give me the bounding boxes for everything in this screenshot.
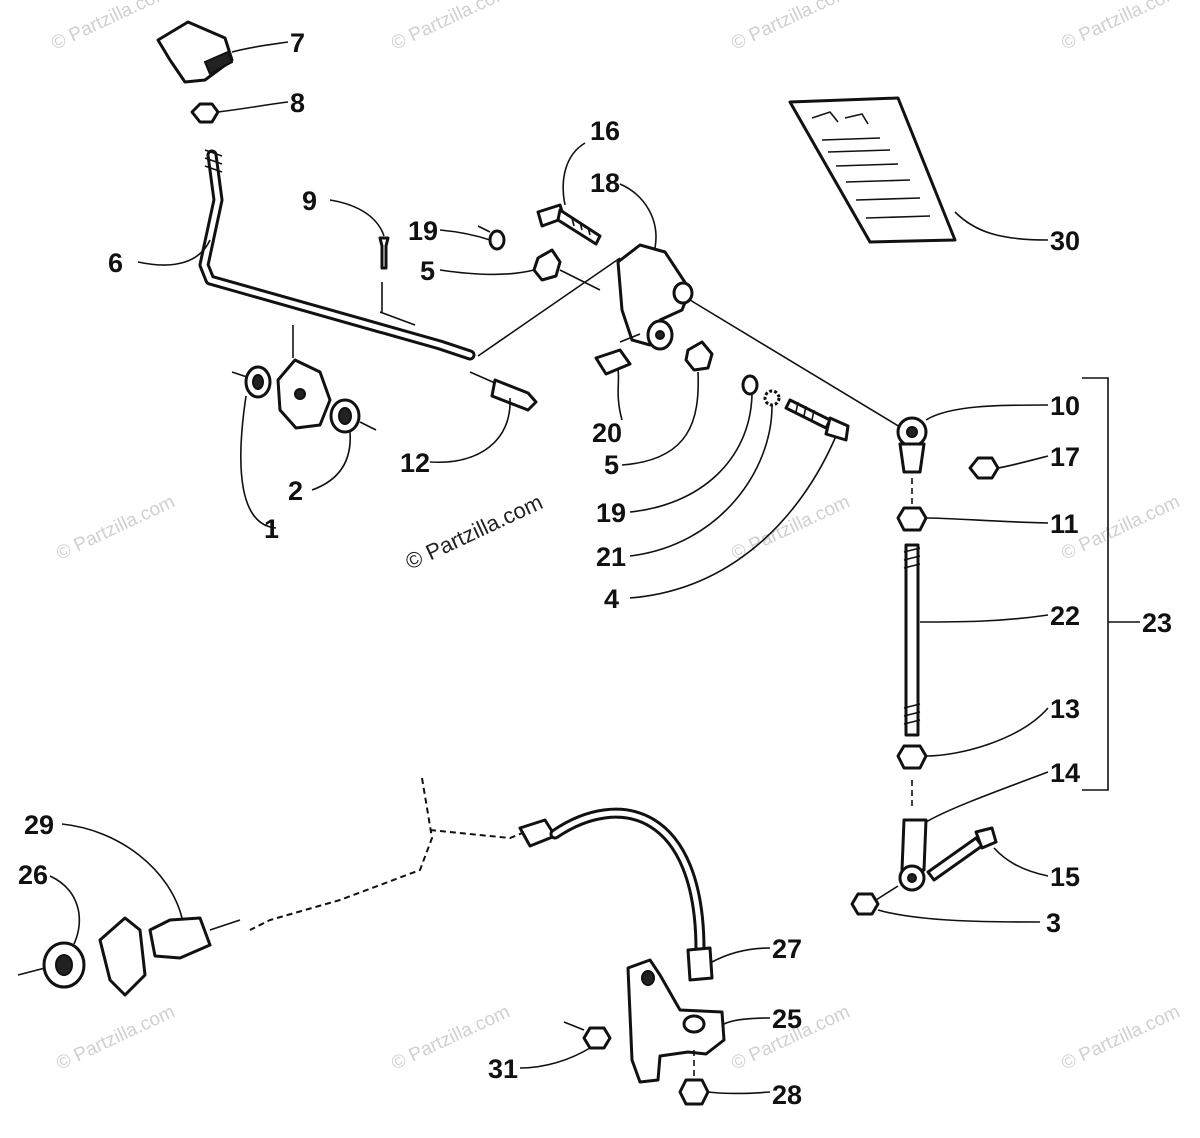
watermark: © Partzilla.com [48, 0, 173, 55]
part-nut-17 [968, 456, 1000, 480]
callout-10: 10 [1050, 391, 1080, 421]
callout-11: 11 [1050, 509, 1079, 539]
part-rod-end-14 [898, 818, 928, 892]
watermark: © Partzilla.com [53, 1001, 178, 1074]
callout-22: 22 [1050, 601, 1080, 631]
watermark: © Partzilla.com [53, 491, 178, 564]
part-bolt-4 [784, 398, 850, 442]
part-ferrule-27 [686, 946, 714, 982]
callout-3: 3 [1046, 908, 1061, 938]
part-bolt-15 [926, 826, 998, 882]
part-nut-11 [896, 506, 928, 532]
part-bushing-2 [329, 398, 377, 434]
part-nut-31 [563, 1021, 612, 1050]
part-washer-19b [741, 374, 759, 396]
callout-5b: 5 [604, 450, 619, 480]
callout-15: 15 [1050, 862, 1080, 892]
callout-29: 29 [24, 810, 54, 840]
part-nut-3 [850, 885, 899, 916]
part-bracket-25 [626, 958, 726, 1084]
callout-18: 18 [590, 168, 620, 198]
center-watermark: © Partzilla.com [402, 489, 547, 574]
part-fitting-28 [678, 1050, 710, 1106]
callout-14: 14 [1050, 758, 1080, 788]
part-knob [156, 20, 234, 84]
bracket-23 [1082, 377, 1109, 791]
part-pin-12 [469, 371, 538, 412]
part-threaded-rod-22 [903, 543, 921, 737]
part-rod-end-10 [896, 416, 928, 474]
callout-9: 9 [302, 186, 317, 216]
callout-4: 4 [604, 584, 619, 614]
callout-1: 1 [264, 514, 279, 544]
part-decal-30 [788, 96, 957, 244]
callout-labels: 1 2 3 4 5 5 6 7 8 9 10 11 12 13 14 15 16… [18, 28, 1172, 1110]
callout-17: 17 [1050, 442, 1080, 472]
callout-31: 31 [488, 1054, 518, 1084]
part-cable [249, 777, 706, 956]
callout-7: 7 [290, 28, 305, 58]
part-screw-9 [378, 236, 390, 270]
callout-12: 12 [400, 448, 430, 478]
callout-20: 20 [592, 418, 622, 448]
watermark: © Partzilla.com [1058, 1001, 1183, 1074]
part-bushing-1 [231, 365, 272, 399]
callout-2: 2 [288, 476, 303, 506]
part-fitting-29 [148, 916, 241, 960]
part-plate [276, 358, 332, 430]
callout-25: 25 [772, 1004, 802, 1034]
callout-23: 23 [1142, 608, 1172, 638]
background-watermarks: © Partzilla.com © Partzilla.com © Partzi… [48, 0, 1183, 1075]
callout-5a: 5 [420, 256, 435, 286]
watermark: © Partzilla.com [1058, 0, 1183, 55]
part-nut-13 [896, 744, 928, 770]
leader-lines [49, 41, 1049, 1095]
part-shift-lever [198, 149, 476, 361]
part-bracket-18 [616, 243, 694, 351]
callout-26: 26 [18, 860, 48, 890]
callout-8: 8 [290, 88, 305, 118]
callout-19b: 19 [596, 498, 626, 528]
watermark: © Partzilla.com [388, 0, 513, 55]
watermark: © Partzilla.com [728, 0, 853, 55]
callout-30: 30 [1050, 226, 1080, 256]
part-spacer-5a [532, 248, 601, 291]
part-seal-26 [17, 941, 86, 989]
callout-28: 28 [772, 1080, 802, 1110]
part-nut-8 [190, 102, 220, 124]
part-lockwasher-21 [763, 389, 781, 407]
callout-27: 27 [772, 934, 802, 964]
part-spacer-5b [684, 340, 714, 372]
callout-6: 6 [108, 248, 123, 278]
callout-19a: 19 [408, 216, 438, 246]
callout-16: 16 [590, 116, 620, 146]
part-bolt-16 [536, 203, 602, 246]
part-cable-plate [98, 916, 147, 997]
part-pin-20 [594, 333, 641, 376]
callout-21: 21 [596, 542, 626, 572]
callout-13: 13 [1050, 694, 1080, 724]
